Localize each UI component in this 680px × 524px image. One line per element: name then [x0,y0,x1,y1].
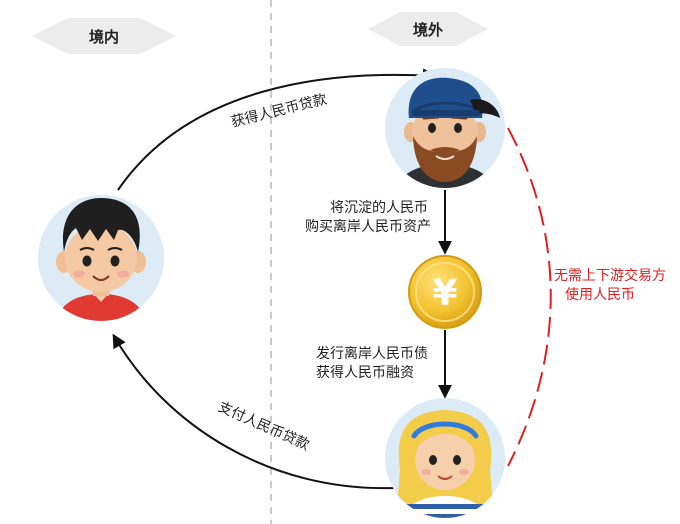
overseas-label: 境外 [413,21,443,39]
domestic-label: 境内 [89,28,119,46]
buy-assets-label-line2: 购买离岸人民币资产 [305,218,431,235]
domestic-tag: 境内 [32,18,176,54]
loan-obtain-arrow [117,68,437,191]
no-counterparty-arc [507,127,552,467]
loan-pay-arrow [112,333,395,490]
buy-assets-label-line1: 将沉淀的人民币 [330,200,428,216]
overseas-tag: 境外 [368,12,488,46]
issue-bond-label-line2: 获得人民币融资 [316,364,414,381]
rmb-coin: ¥ [408,255,482,329]
overseas-man-avatar [385,68,505,188]
loan-pay-label: 支付人民币贷款 [216,399,312,453]
overseas-woman-avatar [385,398,505,518]
note-line1: 无需上下游交易方 [554,267,666,284]
coin-symbol: ¥ [432,273,457,314]
note-line2: 使用人民币 [565,286,635,303]
issue-bond-label-line1: 发行离岸人民币债 [316,345,428,362]
domestic-person-avatar [38,195,164,321]
